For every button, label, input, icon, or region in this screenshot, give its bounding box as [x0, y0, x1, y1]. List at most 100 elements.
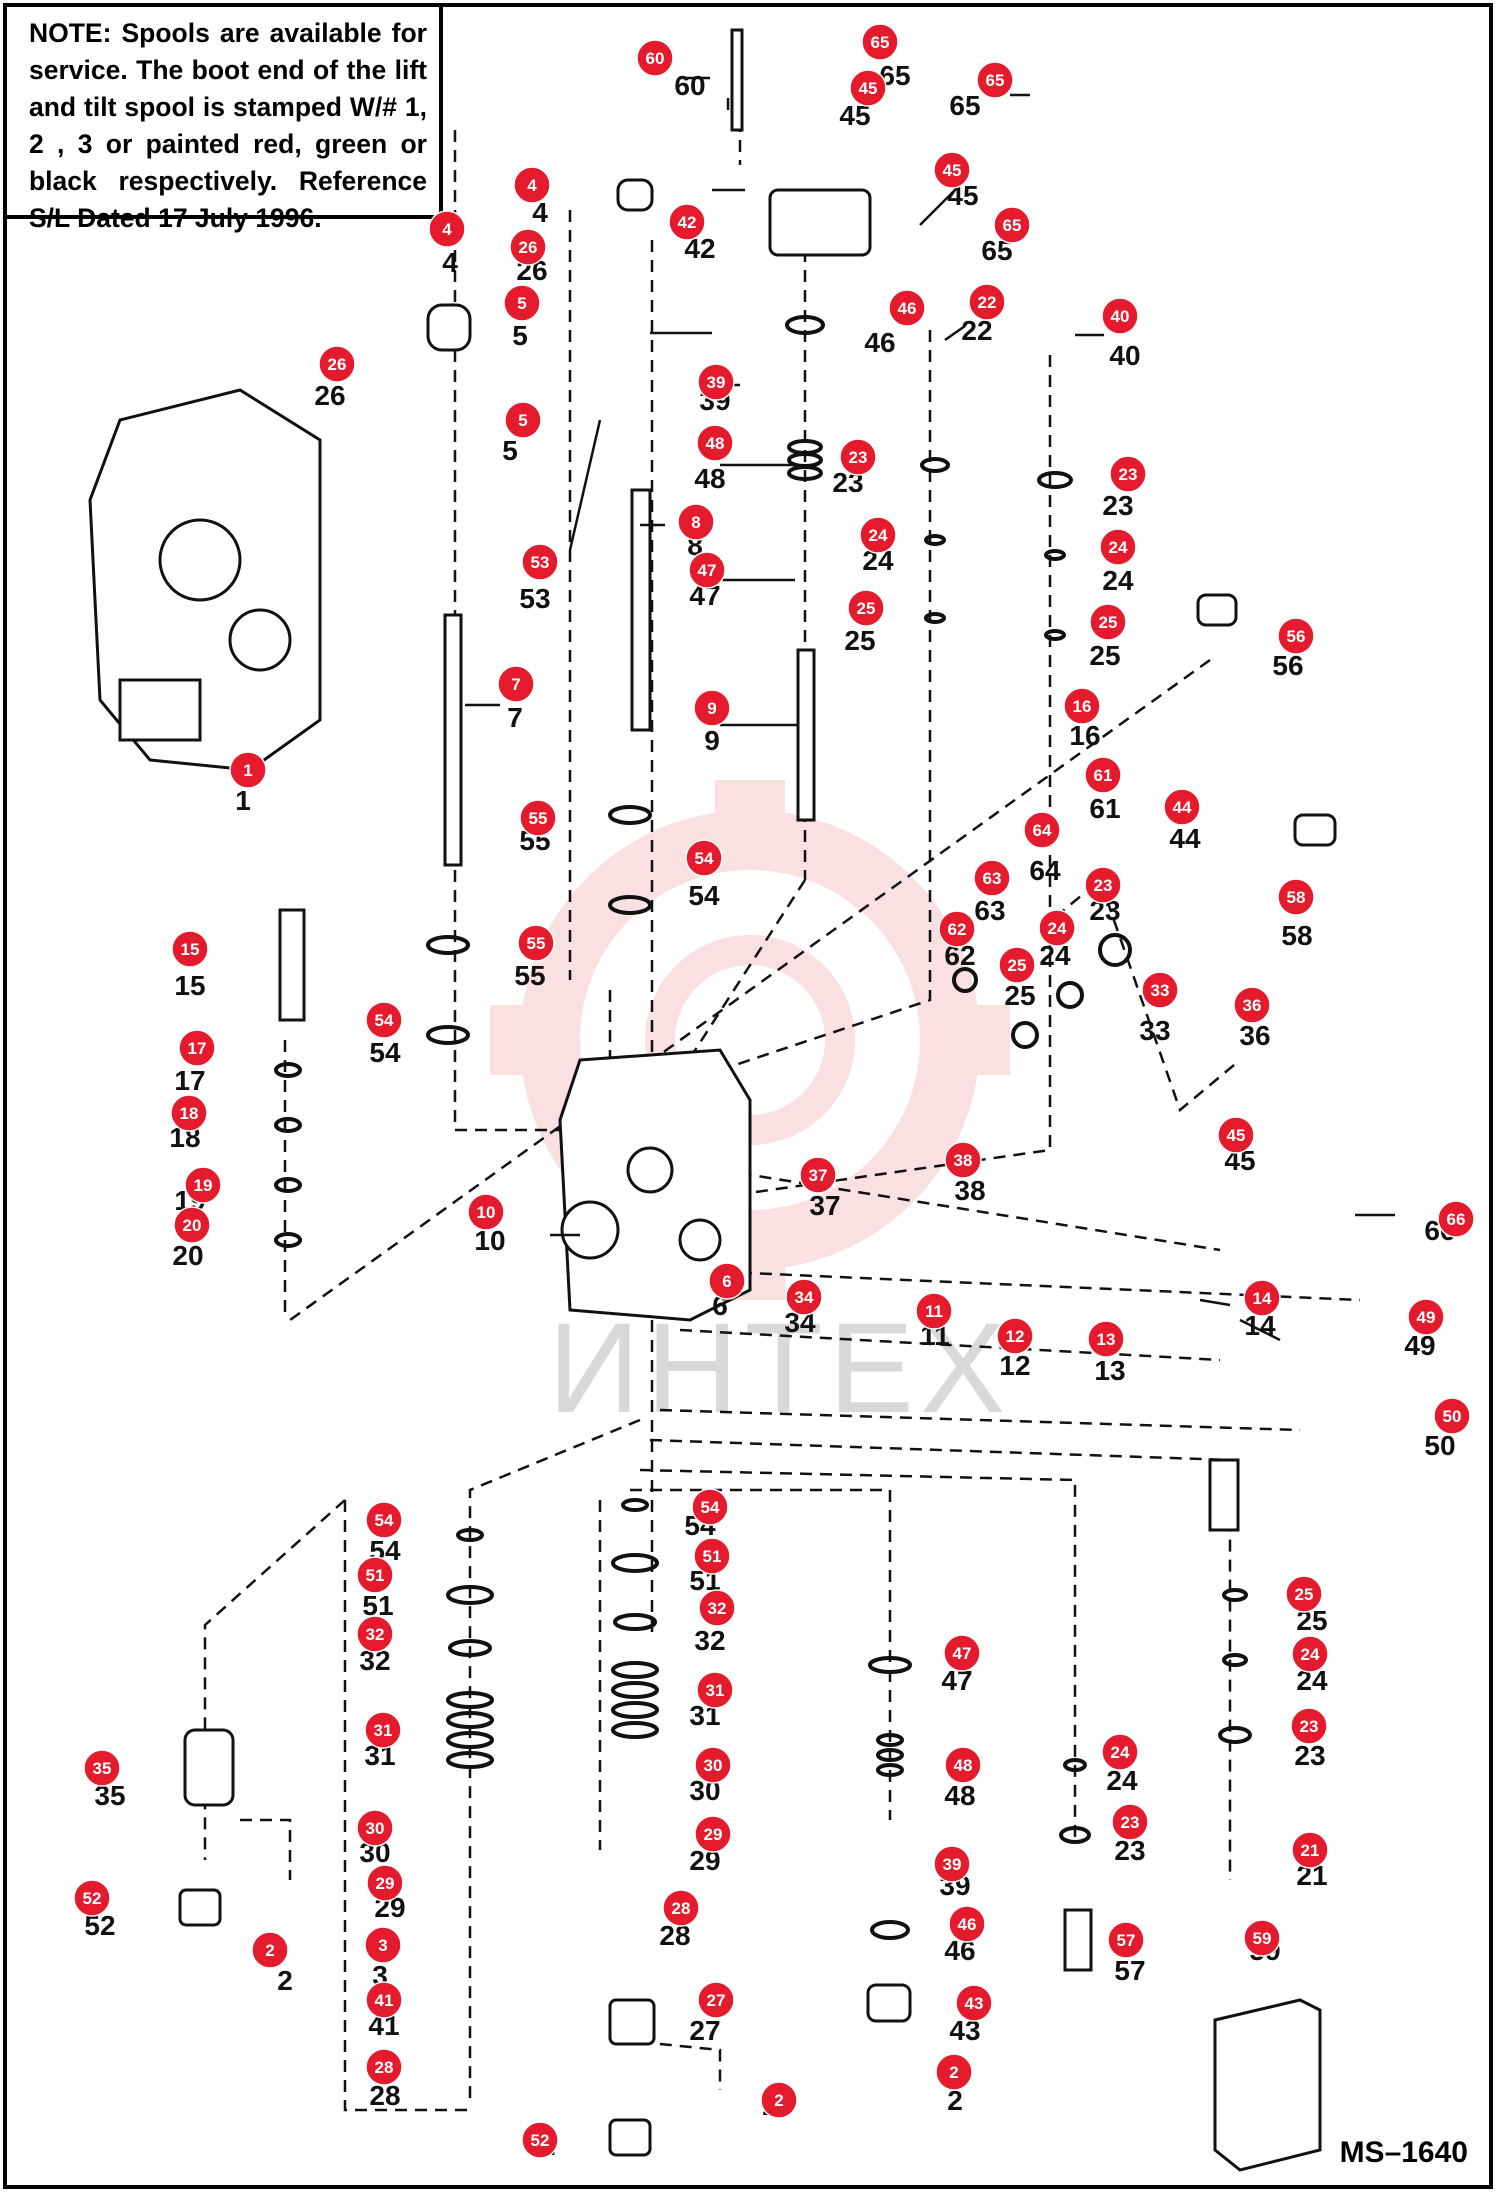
- callout-badge-label: 32: [366, 1625, 385, 1644]
- callout-badge-circle: [1233, 986, 1271, 1024]
- callout-badge-25b: 25: [1089, 603, 1127, 641]
- callout-badge-label: 51: [366, 1566, 385, 1585]
- part-number-48a: 48: [694, 463, 725, 494]
- callout-badge-circle: [944, 1746, 982, 1784]
- callout-badge-circle: [184, 1166, 222, 1204]
- part-number-36: 36: [1239, 1020, 1270, 1051]
- callout-badge-23d: 23: [1290, 1707, 1328, 1745]
- callout-badge-label: 2: [774, 2091, 783, 2110]
- fitting-57: [1063, 1908, 1093, 1972]
- callout-badge-label: 28: [375, 2058, 394, 2077]
- callout-badge-65a: 65: [861, 23, 899, 61]
- callout-badge-42: 42: [668, 203, 706, 241]
- valve-body: [558, 1048, 752, 1322]
- callout-badge-circle: [356, 1556, 394, 1594]
- callout-badge-label: 42: [678, 213, 697, 232]
- callout-badge-circle: [83, 1749, 121, 1787]
- callout-badge-label: 35: [93, 1759, 112, 1778]
- callout-badge-5b: 5: [504, 401, 542, 439]
- callout-badge-label: 25: [1099, 613, 1118, 632]
- part-number-54a: 54: [688, 880, 720, 911]
- callout-badge-circle: [955, 1984, 993, 2022]
- callout-badge-label: 49: [1417, 1308, 1436, 1327]
- callout-badge-4b: 4: [428, 210, 466, 248]
- callout-badge-label: 55: [529, 809, 548, 828]
- solenoid-58: [1293, 813, 1337, 847]
- callout-badge-circle: [519, 799, 557, 837]
- callout-badge-label: 30: [704, 1756, 723, 1775]
- part-number-15: 15: [174, 970, 205, 1001]
- callout-badge-circle: [688, 551, 726, 589]
- callout-badge-circle: [1087, 1320, 1125, 1358]
- callout-badge-26a: 26: [509, 228, 547, 266]
- callout-badge-31b: 31: [696, 1671, 734, 1709]
- callout-badge-label: 27: [707, 1991, 726, 2010]
- callout-badge-label: 18: [180, 1104, 199, 1123]
- callout-badge-60: 60: [636, 39, 674, 77]
- part-number-26b: 26: [314, 380, 345, 411]
- callout-badge-circle: [1407, 1298, 1445, 1336]
- callout-badge-circle: [693, 689, 731, 727]
- callout-badge-label: 29: [704, 1825, 723, 1844]
- callout-badge-label: 2: [949, 2063, 958, 2082]
- callout-badge-circle: [998, 946, 1036, 984]
- callout-badge-circle: [662, 1889, 700, 1927]
- callout-badge-54b: 54: [365, 1001, 403, 1039]
- callout-badge-label: 8: [691, 513, 700, 532]
- callout-badge-label: 31: [706, 1681, 725, 1700]
- part-number-25c: 25: [1004, 980, 1035, 1011]
- callout-badge-13: 13: [1087, 1320, 1125, 1358]
- callout-badge-65c: 65: [993, 206, 1031, 244]
- part-number-13: 13: [1094, 1355, 1125, 1386]
- callout-badge-label: 10: [477, 1203, 496, 1222]
- callout-badge-23a: 23: [839, 438, 877, 476]
- callout-badge-54a: 54: [685, 839, 723, 877]
- callout-badge-circle: [1243, 1919, 1281, 1957]
- note-text: Spools are available for service. The bo…: [29, 18, 427, 233]
- callout-badge-label: 46: [898, 299, 917, 318]
- callout-badge-label: 31: [374, 1721, 393, 1740]
- callout-badge-label: 45: [943, 161, 962, 180]
- callout-badge-24e: 24: [1101, 1733, 1139, 1771]
- valve-cap: [768, 188, 872, 257]
- callout-badge-48a: 48: [696, 424, 734, 462]
- drawing-number: MS–1640: [1339, 2136, 1468, 2169]
- callout-badge-label: 48: [706, 434, 725, 453]
- callout-badge-circle: [1437, 1200, 1475, 1238]
- callout-badge-label: 5: [518, 411, 527, 430]
- callout-badge-circle: [1101, 297, 1139, 335]
- callout-badge-41: 41: [365, 1981, 403, 2019]
- callout-badge-circle: [1084, 866, 1122, 904]
- solenoid-block-59: [1213, 1998, 1322, 2172]
- callout-badge-label: 44: [1173, 798, 1192, 817]
- callout-badge-25d: 25: [1285, 1575, 1323, 1613]
- spool-8: [630, 488, 652, 732]
- callout-badge-label: 6: [722, 1272, 731, 1291]
- callout-badge-circle: [251, 1931, 289, 1969]
- callout-badge-circle: [996, 1317, 1034, 1355]
- part-number-4a: 4: [532, 197, 548, 228]
- part-number-1: 1: [235, 785, 251, 816]
- solenoid-56: [1196, 593, 1238, 627]
- callout-badge-label: 45: [859, 79, 878, 98]
- callout-badge-45c: 45: [1217, 1116, 1255, 1154]
- callout-badge-18: 18: [170, 1094, 208, 1132]
- callout-badge-label: 23: [849, 448, 868, 467]
- callout-badge-label: 48: [954, 1756, 973, 1775]
- callout-badge-label: 37: [809, 1166, 828, 1185]
- callout-badge-24a: 24: [859, 516, 897, 554]
- callout-badge-circle: [517, 924, 555, 962]
- callout-badge-21: 21: [1291, 1831, 1329, 1869]
- callout-badge-circle: [938, 910, 976, 948]
- callout-badge-label: 13: [1097, 1330, 1116, 1349]
- part-number-7: 7: [507, 702, 523, 733]
- part-number-24b: 24: [1102, 565, 1134, 596]
- part-number-53: 53: [519, 583, 550, 614]
- callout-badge-10: 10: [467, 1193, 505, 1231]
- callout-badge-circle: [933, 151, 971, 189]
- callout-badge-35: 35: [83, 1749, 121, 1787]
- callout-badge-label: 23: [1300, 1717, 1319, 1736]
- callout-badge-circle: [1217, 1116, 1255, 1154]
- callout-badge-label: 12: [1006, 1327, 1025, 1346]
